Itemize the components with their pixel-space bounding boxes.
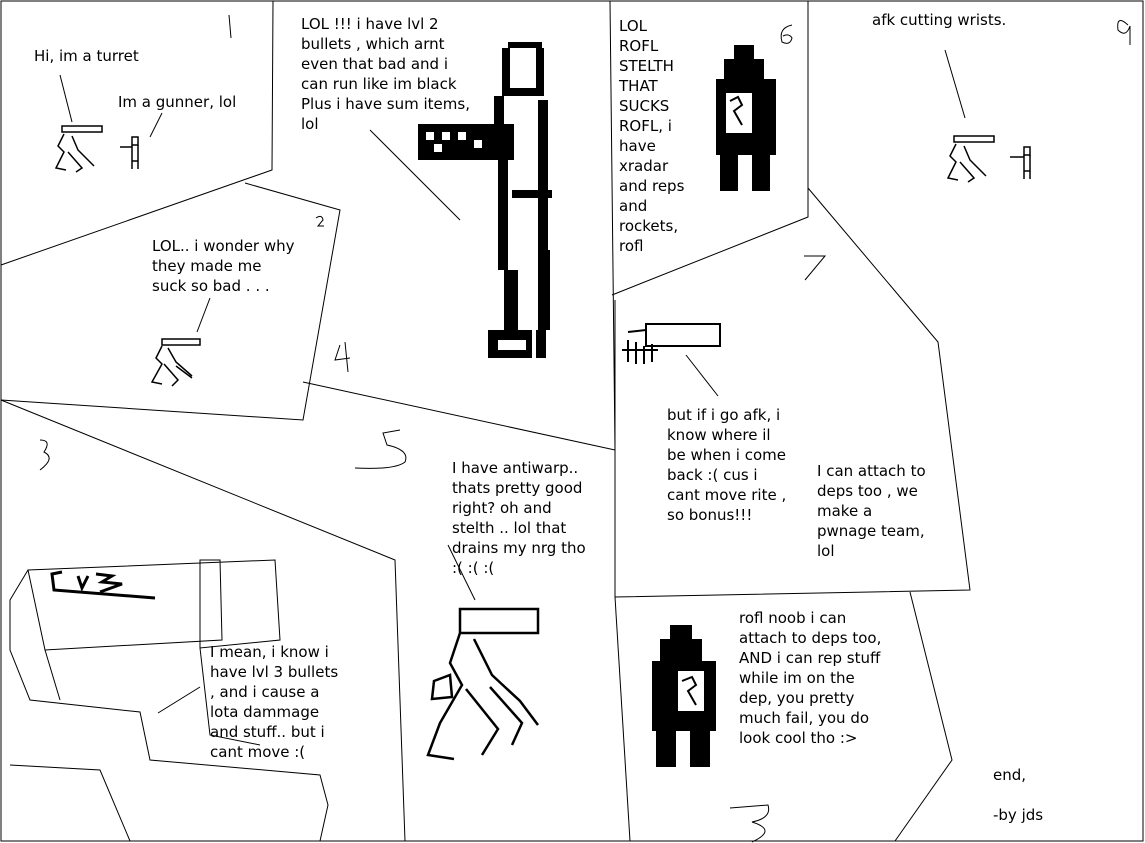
panel-number-5	[354, 429, 407, 469]
gunner-sprite-panel-9	[1010, 146, 1031, 179]
panel-number-4	[334, 341, 351, 373]
speech-pointers	[59, 49, 966, 714]
turret-speech-panel-3: I mean, i know i have lvl 3 bullets , an…	[210, 643, 339, 761]
panel-number-9	[1117, 20, 1131, 45]
gunner-sprite-small-1	[120, 136, 139, 169]
panel-number-1	[228, 14, 232, 39]
end-text: end,	[993, 766, 1027, 784]
lv3-tank-sketch	[9, 559, 329, 842]
gunner-speech-panel-4: LOL !!! i have lvl 2 bullets , which arn…	[301, 15, 470, 133]
caption-panel-9: afk cutting wrists.	[872, 11, 1007, 29]
turret-sprite-panel-7	[622, 323, 721, 364]
panel-number-2	[315, 215, 324, 227]
panel-number-7	[804, 255, 827, 281]
stealth-speech-panel-6: LOL ROFL STELTH THAT SUCKS ROFL, i have …	[619, 17, 685, 255]
turret-sprite-small-1	[54, 125, 103, 173]
panel-numbers	[39, 14, 1131, 843]
turret-speech-panel-1: Hi, im a turret	[34, 47, 139, 65]
stealth-speech-panel-8: rofl noob i can attach to deps too, AND …	[739, 609, 882, 747]
turret-sprite-panel-2	[150, 338, 201, 387]
turret-speech-panel-7: but if i go afk, i know where il be when…	[667, 406, 787, 524]
turret-speech-panel-5: I have antiwarp.. thats pretty good righ…	[452, 459, 586, 577]
panel-number-3	[39, 439, 50, 471]
gunner-speech-panel-1: Im a gunner, lol	[118, 93, 237, 111]
stealth-sprite-panel-8	[652, 625, 716, 767]
turret-speech-panel-2: LOL.. i wonder why they made me suck so …	[152, 237, 295, 295]
lv3-tank-label	[50, 570, 156, 600]
turret-sprite-large	[426, 607, 540, 761]
turret-sprite-panel-9	[946, 135, 995, 183]
stealth-sprite-panel-6	[716, 45, 776, 191]
gunner-sprite-large	[418, 42, 552, 358]
panel-number-6	[780, 24, 793, 44]
panel-number-8	[729, 804, 770, 843]
stealth-speech-panel-7: I can attach to deps too , we make a pwn…	[817, 462, 926, 560]
author-credit: -by jds	[993, 806, 1044, 824]
